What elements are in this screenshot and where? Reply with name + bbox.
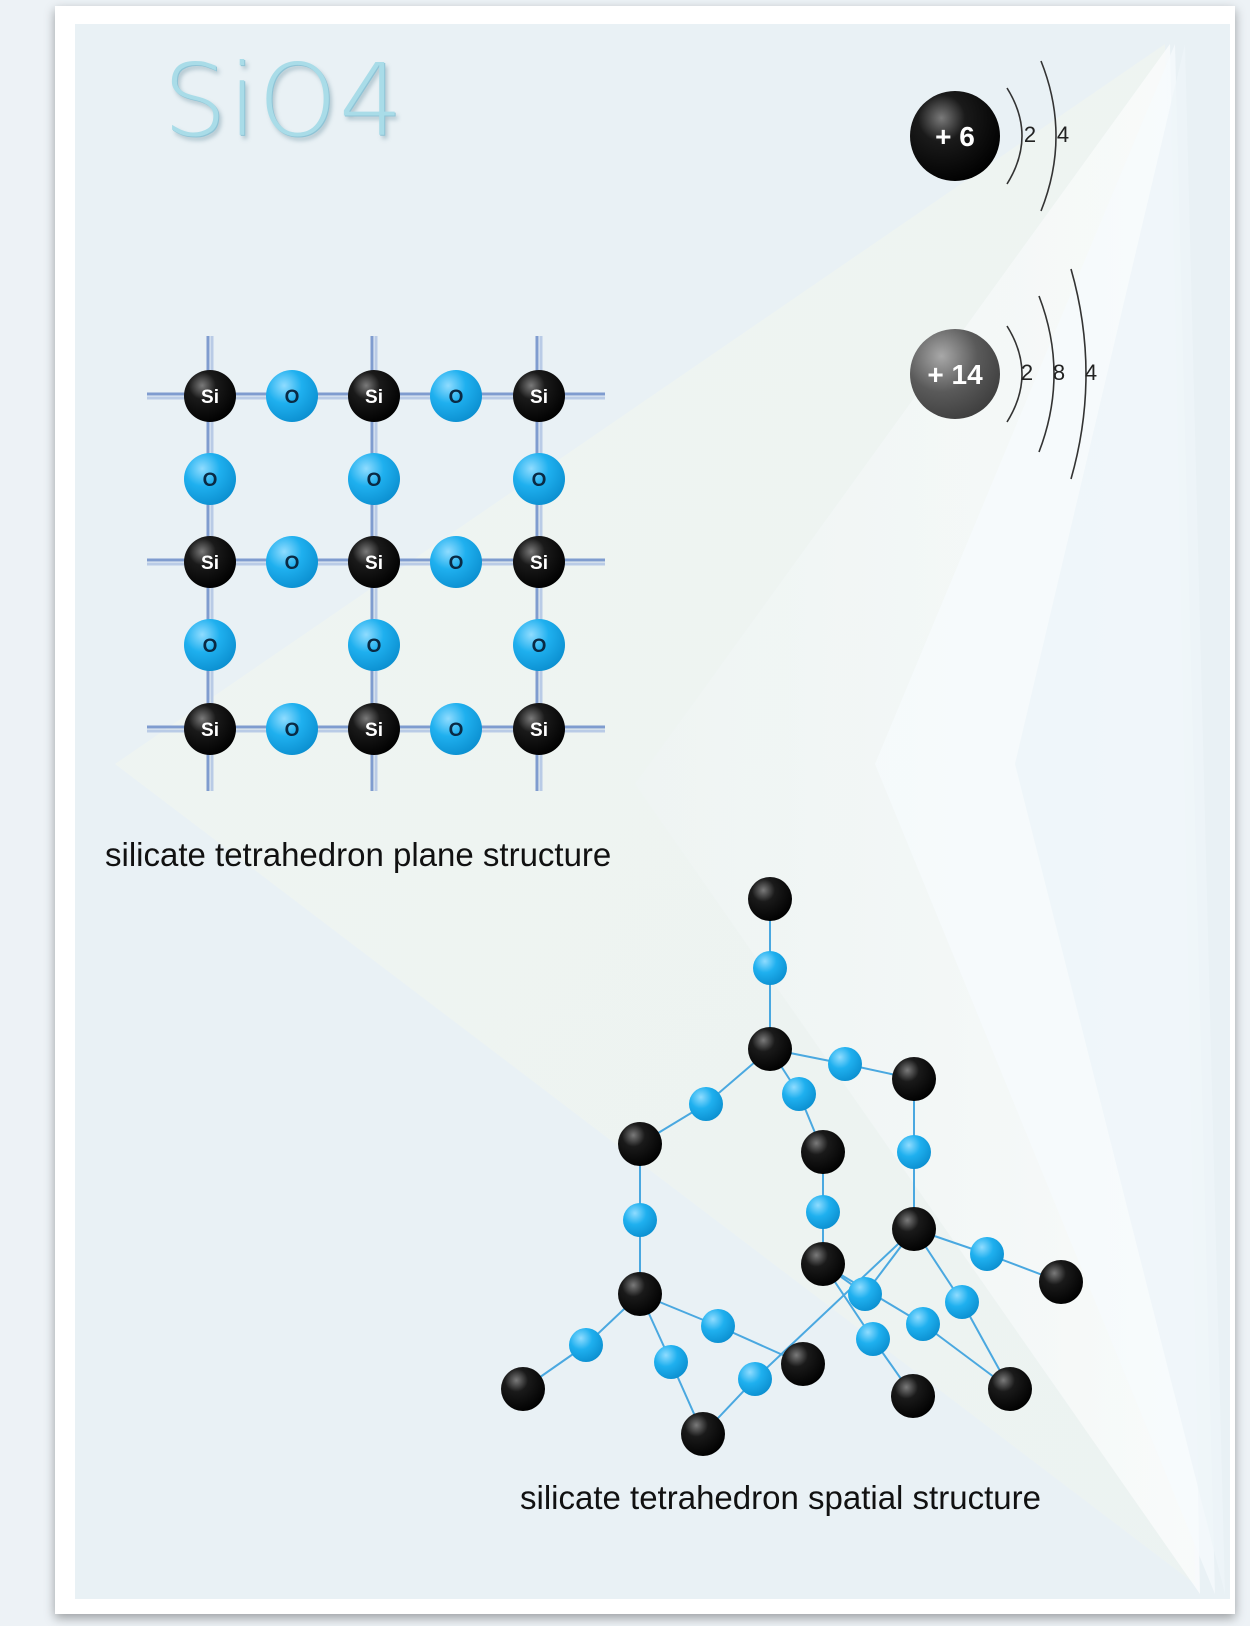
- silicon-atom: [513, 536, 565, 588]
- plane-structure-caption: silicate tetrahedron plane structure: [105, 836, 612, 873]
- silicon-atom: [501, 1367, 545, 1411]
- silicon-atom: [348, 536, 400, 588]
- oxygen-atom: [623, 1203, 657, 1237]
- si-label: Si: [530, 387, 548, 408]
- spatial-structure-diagram: [501, 877, 1083, 1456]
- shell-electron-count: 4: [1057, 122, 1069, 147]
- silicon-atom: [801, 1130, 845, 1174]
- oxygen-atom: [266, 370, 318, 422]
- oxygen-atom: [828, 1047, 862, 1081]
- silicon-atom: [618, 1122, 662, 1166]
- electron-shell: [1040, 60, 1057, 212]
- oxygen-atom: [513, 619, 565, 671]
- oxygen-atom-model-nucleus: [910, 91, 1000, 181]
- oxygen-atom: [806, 1195, 840, 1229]
- oxygen-atom: [184, 453, 236, 505]
- page-title: SiO4: [163, 42, 405, 159]
- si-label: Si: [201, 387, 219, 408]
- oxygen-atom-model-nucleus-label: + 6: [935, 121, 975, 152]
- shell-electron-count: 4: [1085, 360, 1097, 385]
- shell-electron-count: 8: [1053, 360, 1065, 385]
- silicon-atom: [618, 1272, 662, 1316]
- oxygen-atom: [266, 703, 318, 755]
- oxygen-atom: [184, 619, 236, 671]
- silicon-atom: [801, 1242, 845, 1286]
- o-label: O: [449, 553, 464, 574]
- oxygen-atom: [430, 703, 482, 755]
- silicon-atom: [891, 1374, 935, 1418]
- oxygen-atom: [348, 453, 400, 505]
- oxygen-atom: [970, 1237, 1004, 1271]
- silicon-atom: [348, 370, 400, 422]
- silicon-atom: [892, 1207, 936, 1251]
- silicon-atom: [748, 1027, 792, 1071]
- o-label: O: [449, 720, 464, 741]
- silicon-atom: [681, 1412, 725, 1456]
- oxygen-atom: [701, 1309, 735, 1343]
- silicon-atom: [781, 1342, 825, 1386]
- silicon-atom: [348, 703, 400, 755]
- silicon-atom: [184, 703, 236, 755]
- silicon-atom: [513, 703, 565, 755]
- electron-shell: [1006, 325, 1023, 423]
- silicon-atom-model-nucleus-label: + 14: [927, 359, 983, 390]
- oxygen-atom: [856, 1322, 890, 1356]
- silicon-atom: [892, 1057, 936, 1101]
- silicon-atom: [1039, 1260, 1083, 1304]
- oxygen-atom: [569, 1328, 603, 1362]
- o-label: O: [449, 387, 464, 408]
- o-label: O: [285, 387, 300, 408]
- oxygen-atom: [430, 370, 482, 422]
- silicon-atom: [184, 536, 236, 588]
- electron-shell: [1006, 87, 1023, 185]
- oxygen-atom: [348, 619, 400, 671]
- shell-electron-count: 2: [1024, 122, 1036, 147]
- spatial-structure-caption: silicate tetrahedron spatial structure: [520, 1479, 1041, 1516]
- o-label: O: [203, 470, 218, 491]
- oxygen-atom: [897, 1135, 931, 1169]
- electron-shell: [1038, 295, 1055, 453]
- oxygen-atom: [753, 951, 787, 985]
- o-label: O: [367, 636, 382, 657]
- oxygen-atom: [689, 1087, 723, 1121]
- silicon-atom: [748, 877, 792, 921]
- o-label: O: [285, 553, 300, 574]
- oxygen-atom: [513, 453, 565, 505]
- o-label: O: [532, 636, 547, 657]
- oxygen-atom: [430, 536, 482, 588]
- o-label: O: [203, 636, 218, 657]
- oxygen-atom: [266, 536, 318, 588]
- si-label: Si: [365, 553, 383, 574]
- si-label: Si: [530, 720, 548, 741]
- o-label: O: [532, 470, 547, 491]
- bond: [754, 1228, 915, 1380]
- oxygen-atom: [654, 1345, 688, 1379]
- si-label: Si: [201, 720, 219, 741]
- shell-electron-count: 2: [1021, 360, 1033, 385]
- oxygen-atom: [738, 1362, 772, 1396]
- si-label: Si: [530, 553, 548, 574]
- o-label: O: [367, 470, 382, 491]
- silicon-atom: [184, 370, 236, 422]
- silicon-atom: [513, 370, 565, 422]
- oxygen-atom: [848, 1277, 882, 1311]
- si-label: Si: [365, 720, 383, 741]
- oxygen-atom: [945, 1285, 979, 1319]
- oxygen-atom: [906, 1307, 940, 1341]
- oxygen-atom: [782, 1077, 816, 1111]
- o-label: O: [285, 720, 300, 741]
- silicon-atom: [988, 1367, 1032, 1411]
- silicon-atom-model-nucleus: [910, 329, 1000, 419]
- si-label: Si: [365, 387, 383, 408]
- si-label: Si: [201, 553, 219, 574]
- electron-shell: [1070, 268, 1087, 480]
